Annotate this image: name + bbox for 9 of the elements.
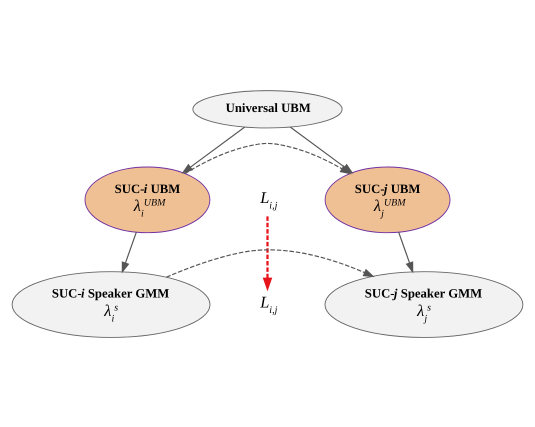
node-text: L$_{i,j}$: [260, 292, 278, 316]
arrow: [398, 232, 414, 273]
arrow: [262, 216, 272, 291]
node-text: L$_{i,j}$: [260, 187, 278, 211]
arrow: [122, 232, 137, 273]
node-ellipse: Universal UBM: [192, 90, 343, 128]
arrow: [182, 126, 245, 174]
arrow: [184, 142, 352, 174]
arrow: [166, 248, 375, 278]
